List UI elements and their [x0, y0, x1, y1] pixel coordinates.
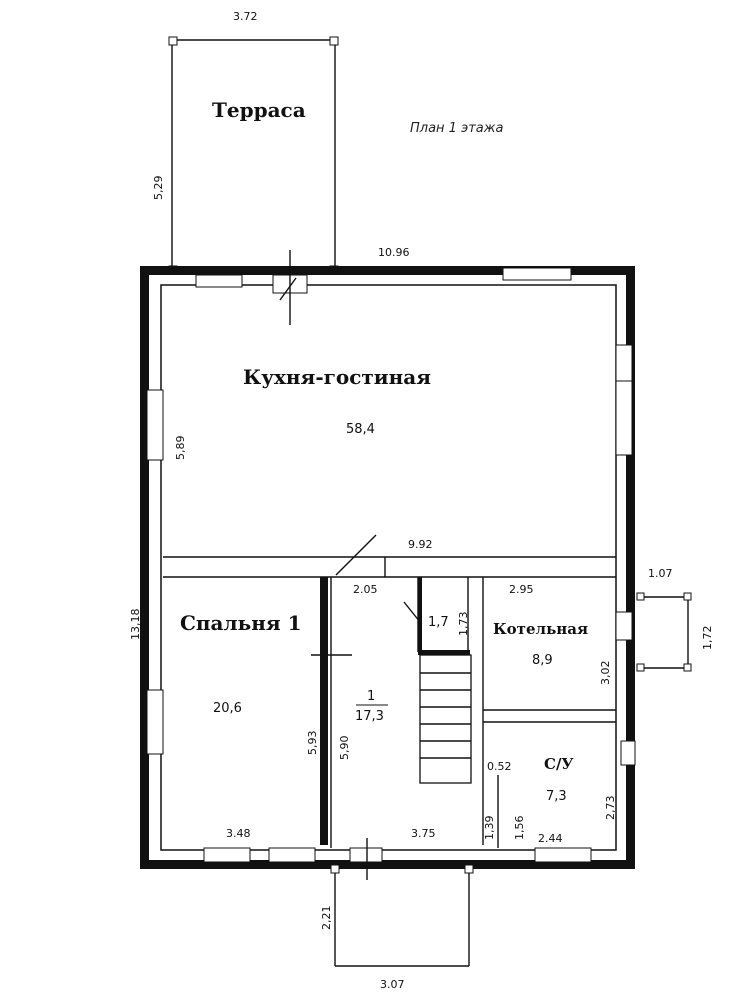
- room-area-hall: 17,3: [355, 709, 384, 724]
- dim-bedroom-width: 3.48: [226, 827, 251, 840]
- partitions: [163, 250, 634, 880]
- dim-house-width: 10.96: [378, 246, 410, 259]
- dim-terrace-depth: 5,29: [152, 176, 165, 201]
- front-porch: [330, 864, 474, 967]
- outer-walls: [140, 266, 635, 869]
- dim-bath-width: 2.44: [538, 832, 563, 845]
- dim-house-depth: 13,18: [129, 609, 142, 641]
- dim-closet-depth: 1,73: [457, 612, 470, 637]
- room-label-bath: С/У: [544, 755, 574, 773]
- room-area-kitchen: 58,4: [346, 422, 375, 437]
- dim-bath-gap: 0.52: [487, 760, 512, 773]
- dim-bath-step1: 1,39: [483, 816, 496, 841]
- dim-porch-side-width: 1.07: [648, 567, 673, 580]
- room-area-closet: 1,7: [428, 615, 449, 630]
- dim-boiler-depth: 3,02: [599, 661, 612, 686]
- dim-porch-side-depth: 1,72: [701, 626, 714, 651]
- room-label-terrace: Терраса: [212, 98, 306, 122]
- room-number-hall: 1: [367, 689, 375, 704]
- room-label-bedroom: Спальня 1: [180, 611, 301, 635]
- dim-boiler-width: 2.95: [509, 583, 534, 596]
- dim-bedroom-depth: 5,93: [306, 731, 319, 756]
- dim-bath-step2: 1,56: [513, 816, 526, 841]
- dim-porch-front-depth: 2,21: [320, 906, 333, 931]
- staircase: [419, 654, 472, 784]
- room-area-bath: 7,3: [546, 789, 567, 804]
- room-label-kitchen: Кухня-гостиная: [243, 365, 431, 389]
- dim-kitchen-depth: 5,89: [174, 436, 187, 461]
- windows: [146, 267, 636, 863]
- side-porch: [636, 592, 692, 672]
- room-label-boiler: Котельная: [493, 620, 588, 638]
- dim-porch-front-width: 3.07: [380, 978, 405, 991]
- room-area-bedroom: 20,6: [213, 701, 242, 716]
- dim-hall-depth: 5,90: [338, 736, 351, 761]
- plan-title: План 1 этажа: [410, 121, 503, 136]
- dim-kitchen-width: 9.92: [408, 538, 433, 551]
- room-area-boiler: 8,9: [532, 653, 553, 668]
- dim-terrace-width: 3.72: [233, 10, 258, 23]
- terrace-outline: [168, 36, 339, 275]
- dim-bath-depth: 2,73: [604, 796, 617, 821]
- dim-hall-bottom-width: 3.75: [411, 827, 436, 840]
- dim-hall-width: 2.05: [353, 583, 378, 596]
